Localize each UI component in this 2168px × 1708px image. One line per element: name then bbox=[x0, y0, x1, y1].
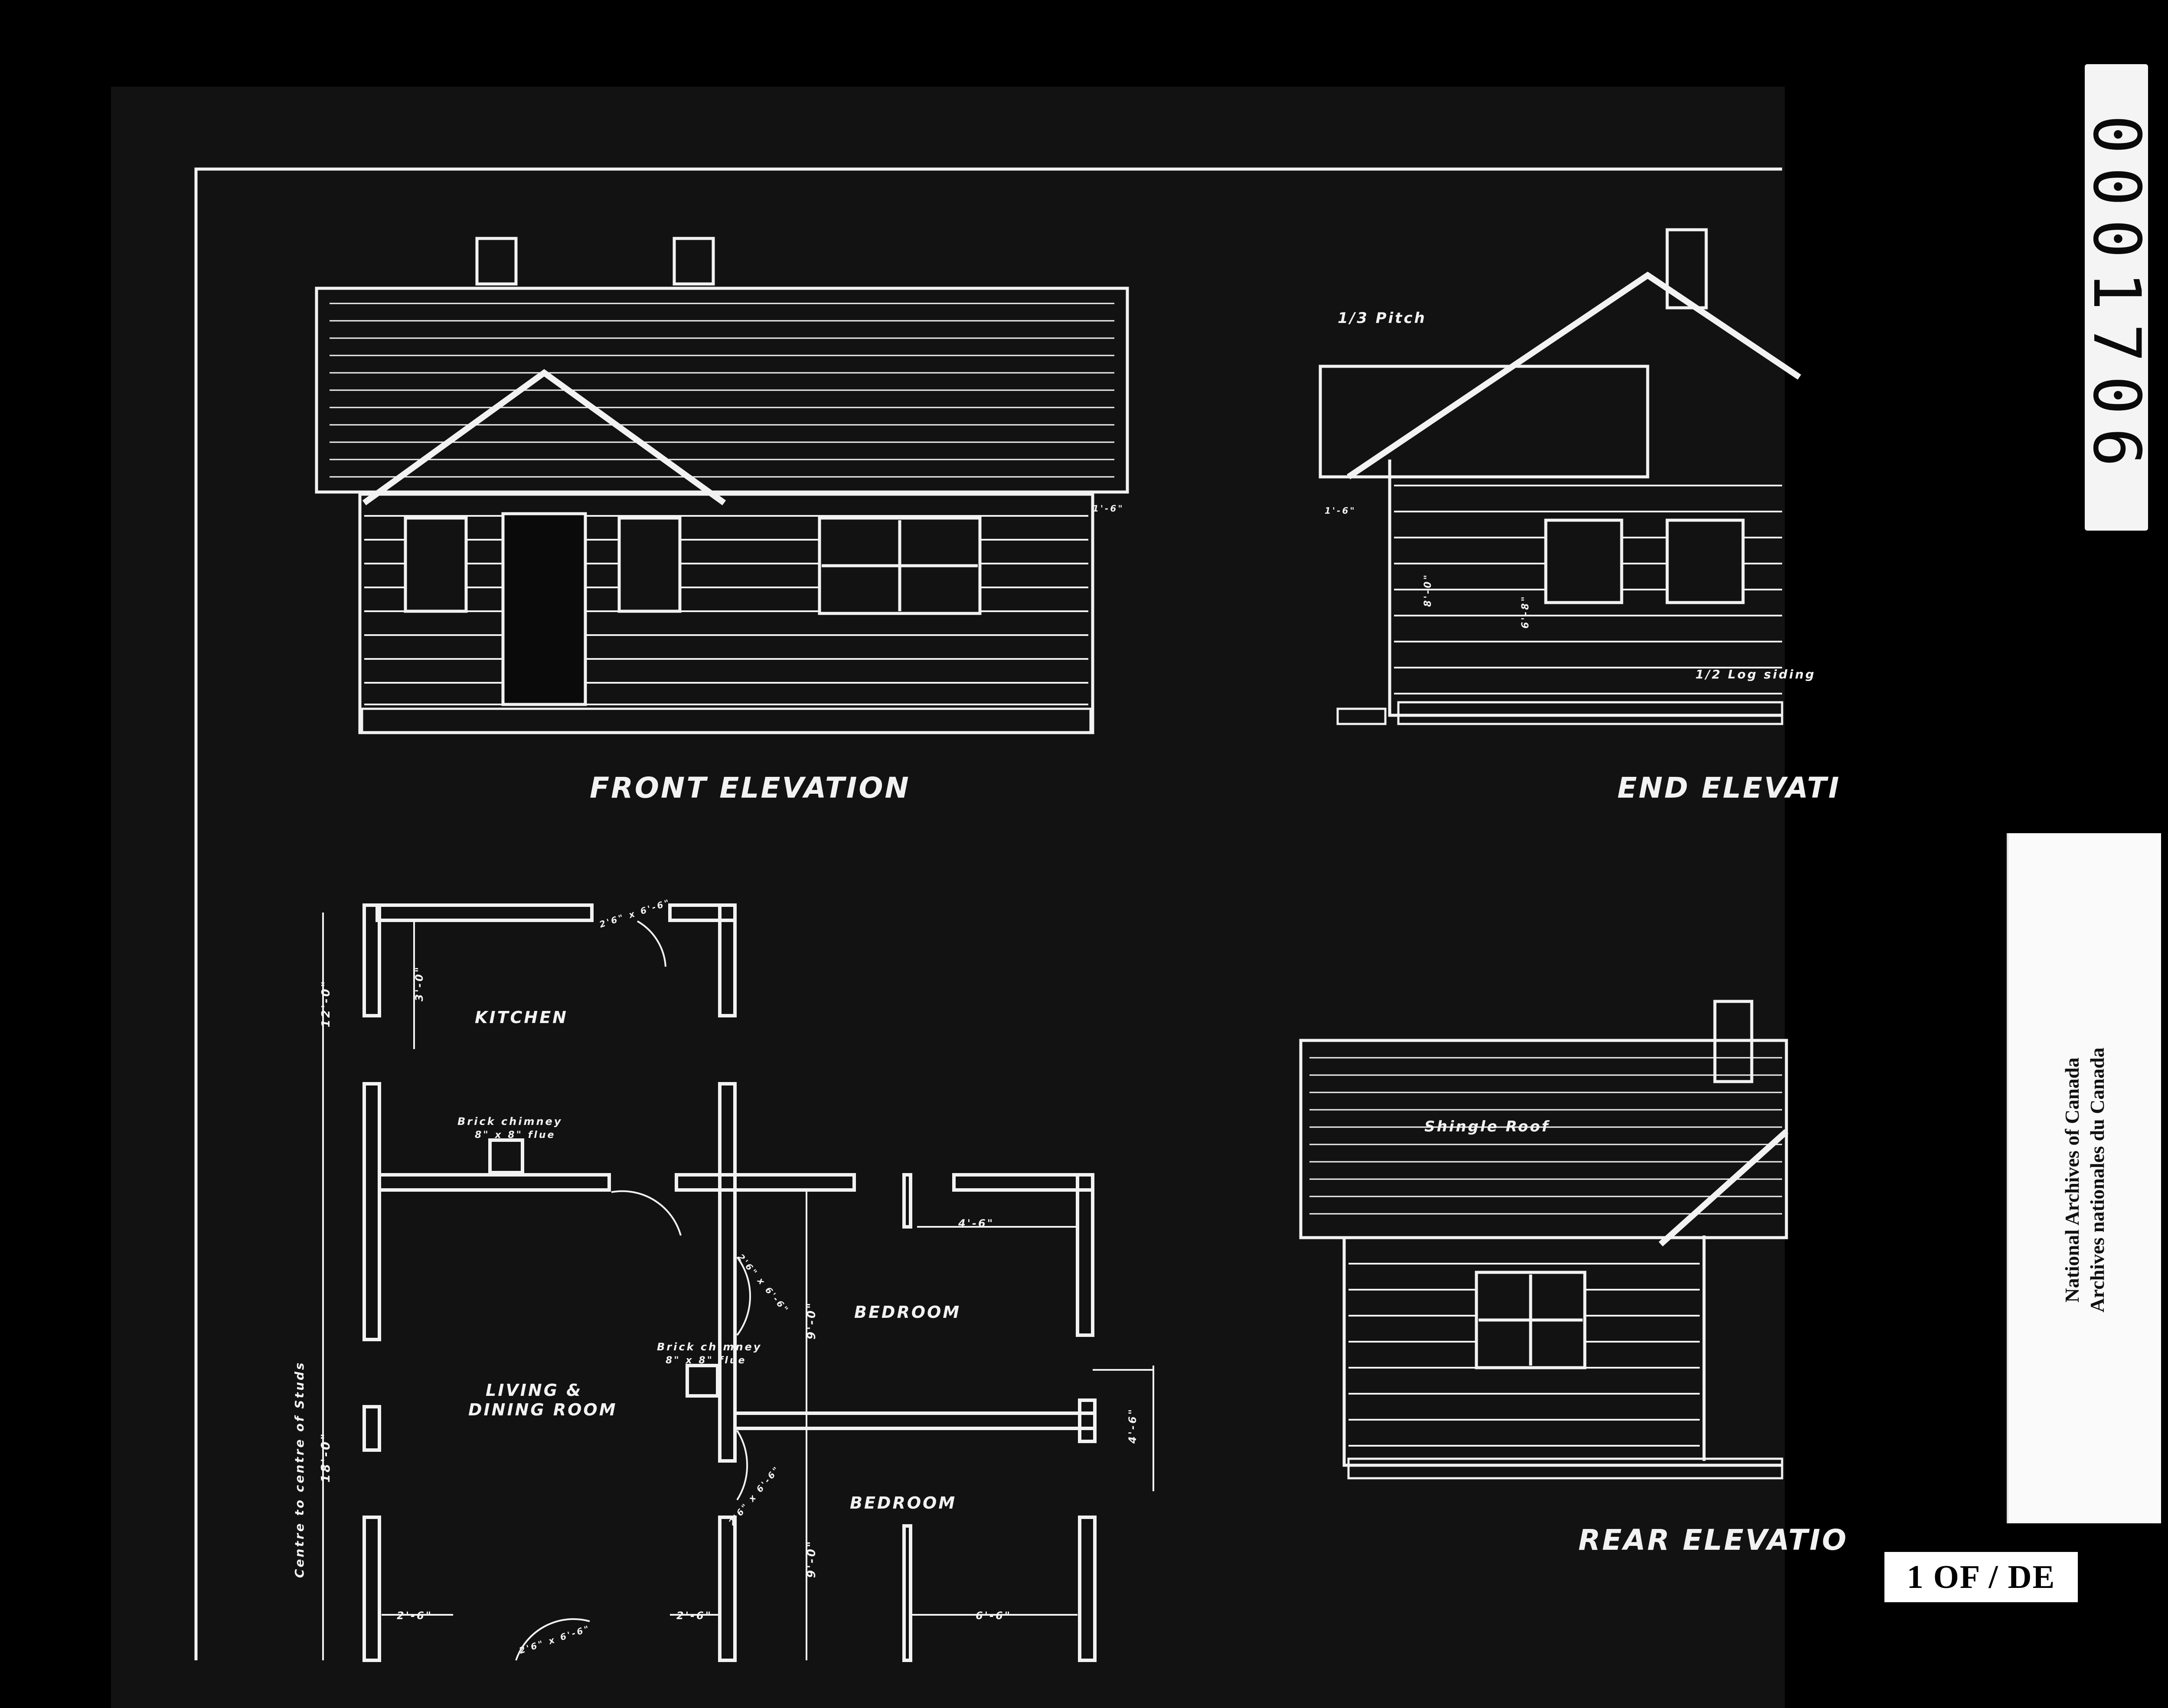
front-window-2 bbox=[617, 516, 682, 613]
kitchen-door-size: 2'6" x 6'-6" bbox=[598, 897, 672, 930]
eave-note-2: 1'-6" bbox=[1325, 505, 1356, 516]
chimney-plan-2 bbox=[686, 1364, 719, 1398]
dim-kitchen-window-drop: 3'-0" bbox=[413, 965, 425, 1001]
end-elevation-title: END ELEVATI bbox=[1617, 771, 1841, 805]
dim-bottom-3: 6'-6" bbox=[976, 1610, 1012, 1622]
front-window-1 bbox=[404, 516, 468, 613]
archive-label-text: National Archives of Canada Archives nat… bbox=[2060, 1047, 2110, 1312]
dim-bedroom-height-2: 9'-0" bbox=[805, 1540, 818, 1578]
dim-closet-width: 4'-6" bbox=[958, 1217, 994, 1229]
room-living-line1: LIVING & bbox=[486, 1381, 582, 1400]
dim-kitchen-height: 12'-0" bbox=[320, 979, 333, 1027]
dim-closet-depth: 4'-6" bbox=[1126, 1408, 1139, 1444]
bedroom-door-size-2: 2'6" x 6'-6" bbox=[726, 1464, 782, 1527]
archive-label-line1: National Archives of Canada bbox=[2061, 1057, 2083, 1303]
front-door bbox=[501, 512, 587, 706]
rear-elevation-title: REAR ELEVATIO bbox=[1578, 1523, 1848, 1557]
end-elevation bbox=[1319, 228, 1801, 725]
room-bedroom-2: BEDROOM bbox=[850, 1493, 957, 1512]
bedroom-door-size-1: 2'6" x 6'-6" bbox=[735, 1252, 791, 1316]
chimney-note-1: Brick chimney bbox=[457, 1115, 562, 1128]
chimney-flue-2: 8" x 8" flue bbox=[666, 1355, 746, 1366]
dim-bottom-2: 2'-6" bbox=[676, 1610, 712, 1622]
chimney-left bbox=[475, 237, 518, 286]
dim-bottom-1: 2'-6" bbox=[397, 1610, 433, 1622]
floor-plan bbox=[322, 903, 1154, 1662]
chimney-note-2: Brick chimney bbox=[657, 1341, 762, 1353]
dim-bedroom-height-1: 9'-0" bbox=[805, 1301, 818, 1340]
end-window-1 bbox=[1544, 518, 1623, 604]
shingle-roof-note: Shingle Roof bbox=[1424, 1118, 1550, 1135]
sheet-border bbox=[194, 167, 1782, 1660]
front-elevation-title: FRONT ELEVATION bbox=[590, 771, 911, 805]
archive-label: National Archives of Canada Archives nat… bbox=[2007, 833, 2161, 1523]
end-window-2 bbox=[1665, 518, 1745, 604]
eave-note: 1'-6" bbox=[1093, 503, 1124, 514]
side-dimension-note: Centre to centre of Studs bbox=[292, 1361, 307, 1578]
chimney-plan-1 bbox=[488, 1138, 524, 1174]
room-living-line2: DINING ROOM bbox=[468, 1400, 617, 1419]
reel-label: 1 OF / DE bbox=[1884, 1552, 2078, 1602]
chimney-right bbox=[673, 237, 715, 286]
pitch-note: 1/3 Pitch bbox=[1338, 310, 1427, 327]
dim-living-height: 18'-0" bbox=[318, 1432, 333, 1483]
wall-height-2: 6'-8" bbox=[1520, 595, 1531, 629]
stamp-number: 0001706 bbox=[2079, 114, 2154, 480]
wall-height-1: 8'-0" bbox=[1423, 573, 1433, 607]
room-kitchen: KITCHEN bbox=[475, 1008, 568, 1027]
room-bedroom-1: BEDROOM bbox=[854, 1303, 961, 1322]
front-elevation bbox=[315, 237, 1129, 734]
blueprint-sheet bbox=[111, 87, 1785, 1708]
log-siding-note: 1/2 Log siding bbox=[1695, 667, 1816, 681]
microfilm-number-stamp: 0001706 bbox=[2079, 64, 2154, 531]
archive-label-line2: Archives nationales du Canada bbox=[2086, 1047, 2108, 1313]
chimney-flue-1: 8" x 8" flue bbox=[475, 1130, 555, 1141]
rear-elevation bbox=[1299, 1000, 1789, 1480]
